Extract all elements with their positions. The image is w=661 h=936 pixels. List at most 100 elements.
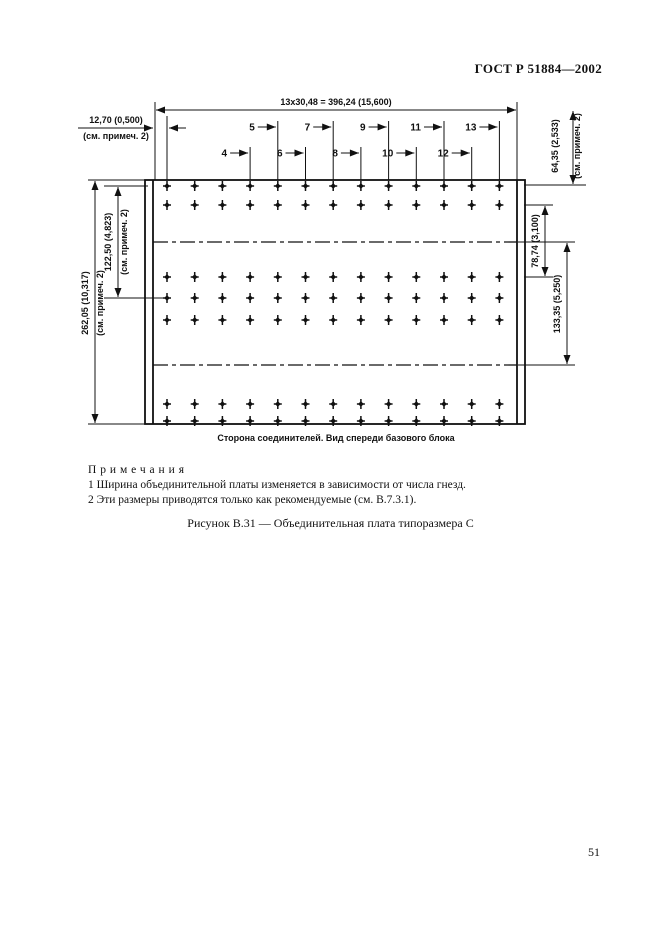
pin-marker xyxy=(383,199,394,211)
slot-number: 8 xyxy=(332,149,338,160)
pin-marker xyxy=(300,199,311,211)
pin-marker xyxy=(411,314,422,326)
standard-number-header: ГОСТ Р 51884—2002 xyxy=(474,61,602,76)
dim-right-outer: 133,35 (5,250) xyxy=(552,275,562,334)
pin-marker xyxy=(356,398,366,410)
pin-marker xyxy=(189,314,200,326)
view-label: Сторона соединителей. Вид спереди базово… xyxy=(217,433,455,443)
pin-marker xyxy=(328,199,338,211)
pin-marker xyxy=(217,398,228,410)
pin-marker xyxy=(245,292,255,304)
pin-marker xyxy=(328,180,338,192)
pin-marker xyxy=(162,292,172,304)
pin-marker xyxy=(189,199,200,211)
pin-marker xyxy=(189,271,200,283)
backplane-drawing: 13x30,48 = 396,24 (15,600) 12,70 (0,500)… xyxy=(78,97,586,443)
pin-marker xyxy=(217,180,228,192)
slot-number: 11 xyxy=(410,123,421,134)
pin-marker xyxy=(466,199,477,211)
pin-marker xyxy=(273,199,283,211)
slot-number: 12 xyxy=(438,149,450,160)
pin-marker xyxy=(466,292,477,304)
pin-marker xyxy=(273,180,283,192)
pin-marker xyxy=(439,314,449,326)
pin-marker xyxy=(162,199,172,211)
pin-marker xyxy=(162,398,172,410)
pin-marker xyxy=(189,292,200,304)
pin-marker xyxy=(356,292,366,304)
pin-marker xyxy=(356,271,366,283)
pin-marker xyxy=(162,180,172,192)
pin-marker xyxy=(300,271,311,283)
pin-marker xyxy=(383,398,394,410)
pin-marker xyxy=(356,314,366,326)
pin-marker xyxy=(217,199,228,211)
pin-marker xyxy=(162,271,172,283)
pin-marker xyxy=(162,314,172,326)
dim-left-inner: 122,50 (4,823) xyxy=(103,213,113,272)
pin-marker xyxy=(300,180,311,192)
pin-marker xyxy=(245,199,255,211)
pin-marker xyxy=(383,292,394,304)
dim-left-outer-note: (см. примеч. 2) xyxy=(95,270,105,336)
pin-marker xyxy=(466,271,477,283)
pin-marker xyxy=(411,180,422,192)
slot-number: 6 xyxy=(277,149,283,160)
pin-marker xyxy=(411,398,422,410)
pin-marker xyxy=(189,398,200,410)
dimension-lines xyxy=(78,106,577,423)
pin-marker xyxy=(273,271,283,283)
pin-marker xyxy=(300,314,311,326)
dim-top-width: 13x30,48 = 396,24 (15,600) xyxy=(280,97,391,107)
slot-number: 7 xyxy=(305,123,311,134)
slot-number: 9 xyxy=(360,123,366,134)
pin-marker xyxy=(217,292,228,304)
note-item-2: 2 Эти размеры приводятся только как реко… xyxy=(88,494,417,506)
slot-number: 10 xyxy=(382,149,394,160)
pin-marker xyxy=(356,199,366,211)
pin-marker xyxy=(466,314,477,326)
pin-marker xyxy=(328,292,338,304)
dim-right-inner: 78,74 (3,100) xyxy=(530,214,540,268)
pin-marker xyxy=(217,271,228,283)
plate-outline xyxy=(144,179,526,425)
pin-marker xyxy=(439,180,449,192)
pin-marker xyxy=(273,292,283,304)
notes-heading: Примечания xyxy=(88,464,188,476)
pin-marker xyxy=(245,271,255,283)
pin-marker xyxy=(411,271,422,283)
pin-marker xyxy=(439,199,449,211)
slot-number: 13 xyxy=(465,123,477,134)
pin-marker xyxy=(328,398,338,410)
pin-marker xyxy=(273,398,283,410)
pin-marker xyxy=(494,180,505,192)
pin-marker xyxy=(300,292,311,304)
pin-marker xyxy=(273,314,283,326)
dim-left-inner-note: (см. примеч. 2) xyxy=(119,209,129,275)
pin-marker xyxy=(466,180,477,192)
slot-number: 4 xyxy=(222,149,228,160)
pin-marker xyxy=(494,314,505,326)
dim-right-top-note: (см. примеч. 2) xyxy=(572,113,582,179)
pin-marker xyxy=(328,314,338,326)
dim-left-outer: 262,05 (10,317) xyxy=(80,271,90,335)
pin-marker xyxy=(245,398,255,410)
pin-marker xyxy=(383,314,394,326)
pin-marker xyxy=(356,180,366,192)
pin-marker xyxy=(411,292,422,304)
pin-marker xyxy=(494,292,505,304)
figure-caption: Рисунок В.31 — Объединительная плата тип… xyxy=(187,516,474,530)
notes-block: Примечания 1 Ширина объединительной плат… xyxy=(88,463,558,508)
pin-marker xyxy=(245,314,255,326)
pin-marker xyxy=(439,398,449,410)
pin-marker xyxy=(328,271,338,283)
dim-left-offset-note: (см. примеч. 2) xyxy=(83,131,149,141)
pin-marker xyxy=(439,271,449,283)
pin-marker xyxy=(466,398,477,410)
pin-marker xyxy=(300,398,311,410)
pin-marker xyxy=(494,199,505,211)
note-item-1: 1 Ширина объединительной платы изменяетс… xyxy=(88,479,466,491)
extension-lines xyxy=(88,102,586,425)
